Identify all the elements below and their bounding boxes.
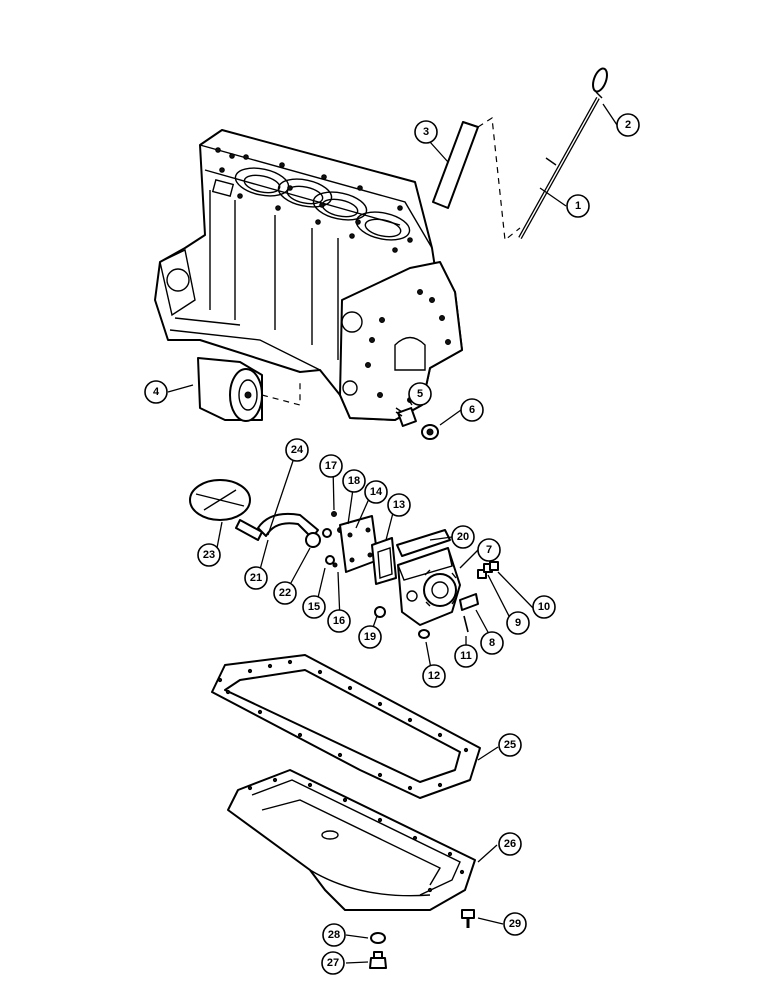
pump-gasket [371, 537, 397, 585]
callout-20: 20 [451, 525, 475, 549]
svg-text:17: 17 [325, 460, 337, 472]
callout-2: 2 [616, 113, 640, 137]
svg-text:2: 2 [625, 119, 631, 131]
pump-gasket-top [396, 529, 451, 557]
callout-8: 8 [480, 631, 504, 655]
callout-11: 11 [454, 644, 478, 668]
svg-text:28: 28 [328, 929, 340, 941]
callout-1: 1 [566, 194, 590, 218]
dipstick-tube [432, 116, 521, 242]
svg-text:16: 16 [333, 615, 345, 627]
oil-filter [197, 357, 301, 422]
svg-text:23: 23 [203, 549, 215, 561]
callout-12: 12 [422, 664, 446, 688]
svg-text:7: 7 [486, 544, 492, 556]
callout-24: 24 [285, 438, 309, 462]
callout-23: 23 [197, 543, 221, 567]
svg-text:14: 14 [370, 486, 383, 498]
drain-plug-washer [370, 932, 386, 944]
callout-22: 22 [273, 581, 297, 605]
svg-text:15: 15 [308, 601, 320, 613]
callout-28: 28 [322, 923, 346, 947]
pan-drain-plug [369, 951, 387, 969]
callout-13: 13 [387, 493, 411, 517]
svg-text:5: 5 [417, 388, 423, 400]
dipstick [518, 67, 608, 239]
svg-text:6: 6 [469, 404, 475, 416]
svg-text:19: 19 [364, 631, 376, 643]
svg-text:13: 13 [393, 499, 405, 511]
svg-text:25: 25 [504, 739, 516, 751]
callout-25: 25 [498, 733, 522, 757]
svg-text:8: 8 [489, 637, 495, 649]
svg-text:18: 18 [348, 475, 360, 487]
oil-pan [227, 769, 476, 911]
callout-3: 3 [414, 120, 438, 144]
callout-6: 6 [460, 398, 484, 422]
svg-text:11: 11 [460, 650, 472, 662]
engine-block [154, 129, 463, 421]
svg-text:4: 4 [153, 386, 160, 398]
svg-text:12: 12 [428, 670, 440, 682]
svg-text:9: 9 [515, 617, 521, 629]
callout-27: 27 [321, 951, 345, 975]
relief-valve-parts [374, 561, 499, 639]
oil-strainer [189, 479, 263, 541]
callout-17: 17 [319, 454, 343, 478]
oil-pan-gasket [211, 654, 481, 799]
callout-9: 9 [506, 611, 530, 635]
callout-21: 21 [244, 566, 268, 590]
callout-7: 7 [477, 538, 501, 562]
svg-text:22: 22 [279, 587, 291, 599]
svg-text:27: 27 [327, 957, 339, 969]
svg-text:1: 1 [575, 200, 581, 212]
callout-4: 4 [144, 380, 168, 404]
svg-text:26: 26 [504, 838, 516, 850]
pump-body [397, 547, 461, 626]
svg-text:3: 3 [423, 126, 429, 138]
callout-15: 15 [302, 595, 326, 619]
plug-washer [421, 424, 439, 440]
callout-5: 5 [408, 382, 432, 406]
pump-cover [339, 515, 379, 573]
callout-16: 16 [327, 609, 351, 633]
callout-18: 18 [342, 469, 366, 493]
svg-text:10: 10 [538, 601, 550, 613]
callout-10: 10 [532, 595, 556, 619]
svg-text:29: 29 [509, 918, 521, 930]
svg-text:21: 21 [250, 572, 262, 584]
callout-29: 29 [503, 912, 527, 936]
callout-14: 14 [364, 480, 388, 504]
drain-plug [395, 407, 417, 427]
pan-bolt [461, 909, 475, 928]
callout-26: 26 [498, 832, 522, 856]
callout-19: 19 [358, 625, 382, 649]
svg-text:20: 20 [457, 531, 469, 543]
pipe-fittings [305, 511, 343, 568]
svg-text:24: 24 [291, 444, 304, 456]
